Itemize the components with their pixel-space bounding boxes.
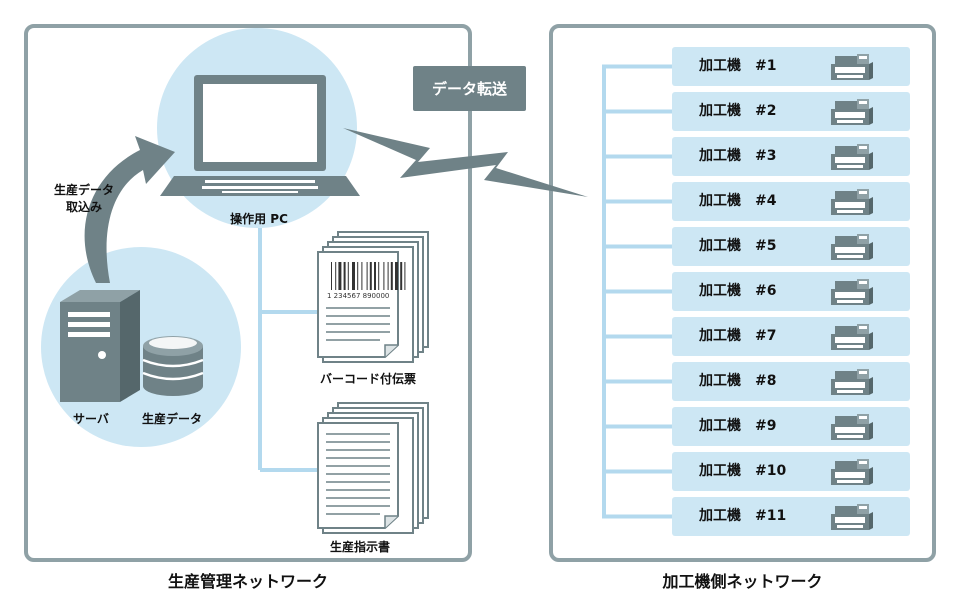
machine-tool-icon: [831, 234, 873, 260]
machine-row: 加工機 #7: [672, 317, 910, 356]
machine-prefix: 加工機: [699, 193, 741, 209]
machine-prefix: 加工機: [699, 283, 741, 299]
machine-number: #7: [755, 328, 777, 344]
machine-name: 加工機 #1: [699, 47, 776, 86]
machine-prefix: 加工機: [699, 58, 741, 74]
machine-row: 加工機 #10: [672, 452, 910, 491]
import-label-line2: 取込み: [65, 200, 103, 214]
machine-name: 加工機 #9: [699, 407, 776, 446]
machine-row: 加工機 #1: [672, 47, 910, 86]
transfer-bolt-icon: [343, 128, 588, 197]
pc-label: 操作用 PC: [230, 212, 288, 226]
machine-row: 加工機 #9: [672, 407, 910, 446]
barcode-number: 1 234567 890000: [327, 292, 390, 300]
database-icon: [142, 336, 204, 396]
machine-bus-lines: [602, 64, 672, 519]
machine-name: 加工機 #8: [699, 362, 776, 401]
machine-name: 加工機 #4: [699, 182, 776, 221]
machine-row: 加工機 #4: [672, 182, 910, 221]
machine-tool-icon: [831, 54, 873, 80]
machine-row: 加工機 #6: [672, 272, 910, 311]
machine-prefix: 加工機: [699, 328, 741, 344]
machine-number: #5: [755, 238, 777, 254]
machine-number: #11: [755, 508, 787, 524]
machine-tool-icon: [831, 369, 873, 395]
machine-prefix: 加工機: [699, 103, 741, 119]
machine-number: #6: [755, 283, 777, 299]
machine-name: 加工機 #10: [699, 452, 786, 491]
laptop-icon: [160, 75, 360, 196]
machine-prefix: 加工機: [699, 418, 741, 434]
machine-tool-icon: [831, 414, 873, 440]
barcode-document-label: バーコード付伝票: [319, 372, 417, 386]
machine-name: 加工機 #11: [699, 497, 786, 536]
database-label: 生産データ: [141, 412, 203, 426]
instruction-document-icon: [317, 402, 429, 534]
machine-tool-icon: [831, 459, 873, 485]
machine-tool-icon: [831, 144, 873, 170]
machine-prefix: 加工機: [699, 238, 741, 254]
machine-number: #3: [755, 148, 777, 164]
machine-number: #4: [755, 193, 777, 209]
machine-row: 加工機 #2: [672, 92, 910, 131]
machine-row: 加工機 #3: [672, 137, 910, 176]
machine-name: 加工機 #6: [699, 272, 776, 311]
machine-network-caption: 加工機側ネットワーク: [662, 572, 823, 591]
machine-tool-icon: [831, 279, 873, 305]
machine-name: 加工機 #3: [699, 137, 776, 176]
instruction-document-label: 生産指示書: [329, 540, 391, 554]
machine-number: #1: [755, 58, 777, 74]
machine-name: 加工機 #7: [699, 317, 776, 356]
machine-prefix: 加工機: [699, 463, 741, 479]
machine-prefix: 加工機: [699, 148, 741, 164]
barcode-document-icon: [317, 231, 429, 363]
machine-name: 加工機 #2: [699, 92, 776, 131]
machine-name: 加工機 #5: [699, 227, 776, 266]
import-label-line1: 生産データ: [53, 183, 115, 197]
server-icon: [60, 290, 140, 402]
machine-row: 加工機 #8: [672, 362, 910, 401]
machine-prefix: 加工機: [699, 508, 741, 524]
server-label: サーバ: [73, 412, 109, 426]
production-network-caption: 生産管理ネットワーク: [167, 572, 328, 591]
import-arrow: [84, 136, 175, 283]
machine-number: #2: [755, 103, 777, 119]
machine-tool-icon: [831, 99, 873, 125]
machine-tool-icon: [831, 504, 873, 530]
machine-tool-icon: [831, 324, 873, 350]
machine-prefix: 加工機: [699, 373, 741, 389]
machine-number: #8: [755, 373, 777, 389]
machine-number: #9: [755, 418, 777, 434]
transfer-label: データ転送: [413, 66, 526, 111]
machine-tool-icon: [831, 189, 873, 215]
machine-row: 加工機 #11: [672, 497, 910, 536]
machine-number: #10: [755, 463, 787, 479]
pc-connector-lines: [258, 228, 318, 472]
machine-row: 加工機 #5: [672, 227, 910, 266]
